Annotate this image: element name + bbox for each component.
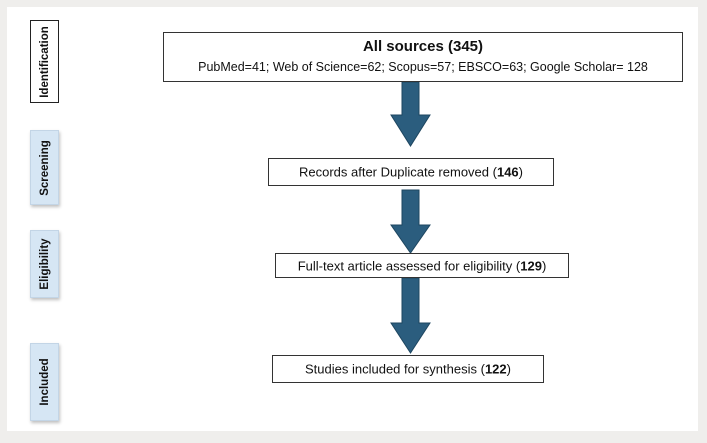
duplicates-removed-text: Records after Duplicate removed (146) [298,164,524,180]
node-included: Studies included for synthesis (122) [272,355,544,383]
duplicates-removed-count: 146 [496,164,519,180]
included-count: 122 [484,361,507,377]
all-sources-title: All sources (345) [362,38,484,55]
all-sources-detail: PubMed=41; Web of Science=62; Scopus=57;… [198,60,648,74]
node-all-sources: All sources (345) PubMed=41; Web of Scie… [163,32,683,82]
eligibility-text: Full-text article assessed for eligibili… [297,258,547,273]
stage-eligibility: Eligibility [30,230,59,298]
stage-screening: Screening [30,130,59,205]
arrow-screening-to-eligibility [390,189,431,254]
eligibility-count: 129 [520,258,542,273]
stage-included: Included [30,343,59,421]
arrow-eligibility-to-included [390,277,431,354]
included-text: Studies included for synthesis (122) [305,361,511,377]
node-eligibility: Full-text article assessed for eligibili… [275,253,569,278]
arrow-identification-to-screening [390,81,431,147]
stage-identification: Identification [30,20,59,103]
node-duplicates-removed: Records after Duplicate removed (146) [268,158,554,186]
